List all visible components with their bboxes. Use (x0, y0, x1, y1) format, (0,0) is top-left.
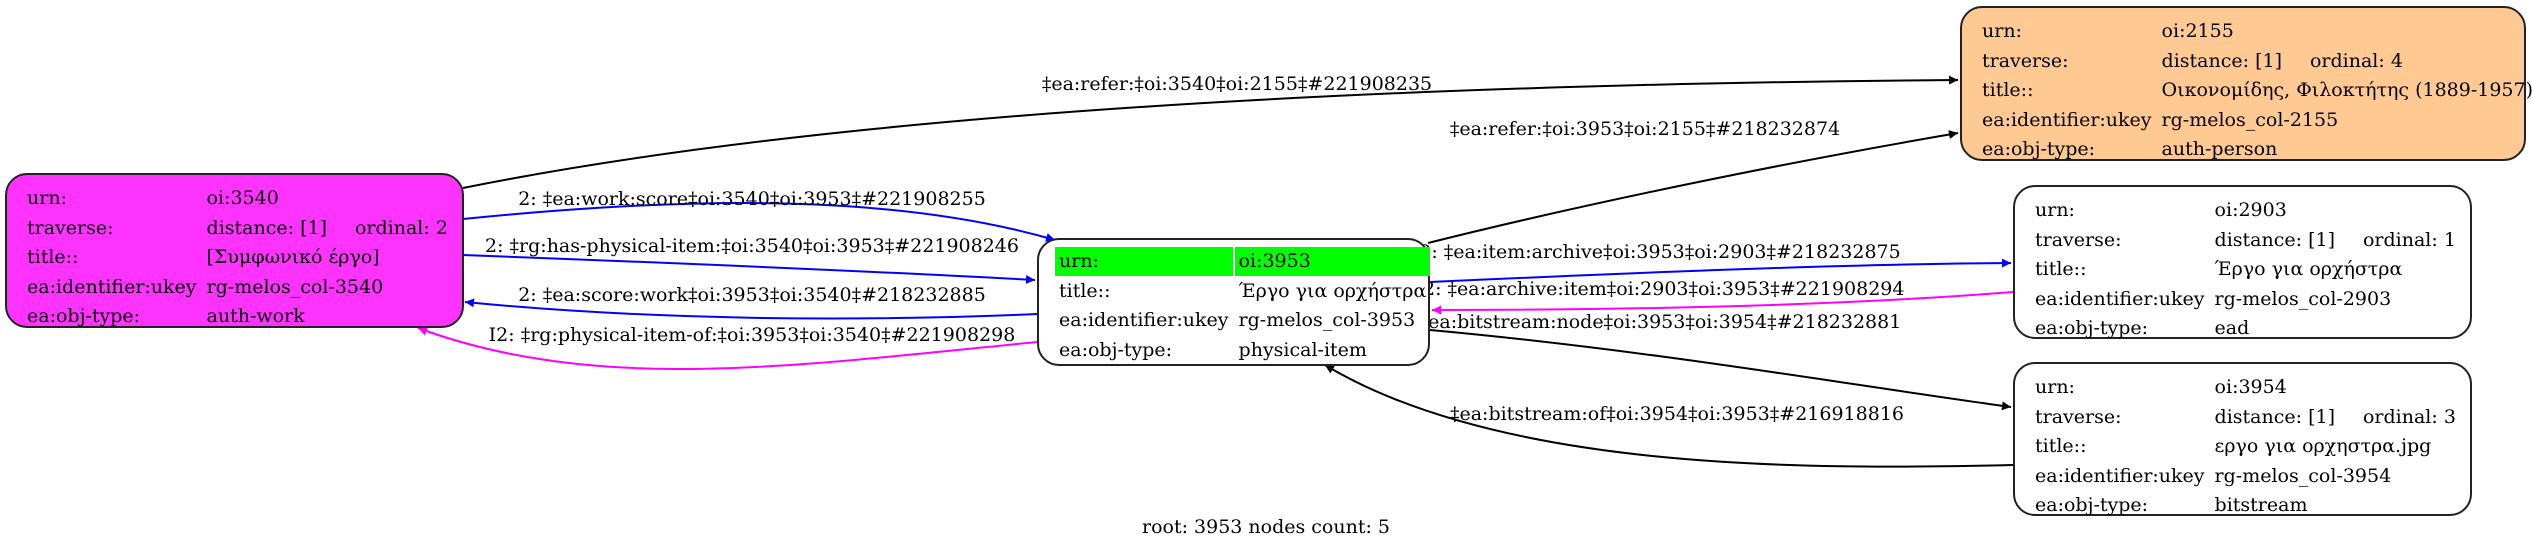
edge-label-e5: I2: ‡rg:physical-item-of:‡oi:3953‡oi:354… (489, 324, 1016, 346)
edge-e10[interactable] (1324, 364, 2014, 468)
edge-e4[interactable] (464, 298, 1038, 320)
field-value-type: ead (2214, 317, 2250, 339)
field-key-title: title:: (1059, 279, 1111, 302)
field-value-urn: oi:3954 (2214, 376, 2287, 398)
node-oi-3954[interactable]: urn: oi:3954 traverse: distance: [1] ordina… (2013, 362, 2472, 516)
field-key-traverse: traverse: (1982, 49, 2069, 72)
field-value-ukey: rg-melos_col-3540 (206, 275, 384, 298)
edge-label-e4: 2: ‡ea:score:work‡oi:3953‡oi:3540‡#21823… (518, 284, 986, 306)
field-value-type: bitstream (2214, 494, 2308, 516)
field-key-urn: urn: (1982, 20, 2022, 42)
traverse-ordinal: ordinal: 1 (2362, 228, 2456, 251)
field-value-urn: oi:3953 (1234, 247, 1431, 276)
field-key-title: title:: (2035, 258, 2087, 280)
edge-e9[interactable] (1429, 329, 2012, 411)
field-value-ukey: rg-melos_col-3953 (1238, 309, 1416, 331)
edge-label-e9: ‡ea:bitstream:node‡oi:3953‡oi:3954‡#2182… (1419, 311, 1902, 333)
field-key-urn: urn: (2035, 376, 2075, 398)
node-fields: urn: oi:2155 traverse: distance: [1] ordina… (1976, 16, 2532, 165)
field-key-traverse: traverse: (27, 216, 114, 239)
edge-e3[interactable] (462, 254, 1036, 285)
edge-e7[interactable] (1429, 258, 2012, 283)
field-value-type: physical-item (1238, 338, 1367, 361)
field-value-ukey: rg-melos_col-2903 (2214, 287, 2392, 310)
traverse-distance: distance: [1] (2214, 228, 2335, 251)
field-key-title: title:: (1982, 79, 2034, 101)
field-key-ukey: ea:identifier:ukey (1982, 108, 2152, 131)
field-key-type: ea:obj-type: (2035, 317, 2149, 339)
field-key-urn: urn: (1055, 247, 1233, 276)
edge-label-e8: I2: ‡ea:archive:item‡oi:2903‡oi:3953‡#22… (1416, 278, 1905, 300)
field-key-title: title:: (27, 246, 79, 268)
field-key-ukey: ea:identifier:ukey (27, 275, 197, 298)
field-value-type: auth-work (206, 305, 305, 327)
field-value-urn: oi:2903 (2214, 199, 2287, 221)
edge-e1[interactable] (462, 75, 1959, 189)
field-value-type: auth-person (2161, 138, 2278, 160)
field-key-urn: urn: (2035, 199, 2075, 221)
field-key-type: ea:obj-type: (27, 305, 141, 327)
field-key-traverse: traverse: (2035, 405, 2122, 428)
field-value-traverse: distance: [1] ordinal: 4 (2158, 47, 2532, 76)
field-value-traverse: distance: [1] ordinal: 2 (203, 214, 452, 243)
edge-label-e10: ‡ea:bitstream:of‡oi:3954‡oi:3953‡#216918… (1450, 403, 1904, 425)
field-value-traverse: distance: [1] ordinal: 3 (2211, 403, 2460, 432)
field-key-traverse: traverse: (2035, 228, 2122, 251)
field-value-title: εργο για ορχηστρα.jpg (2214, 435, 2432, 457)
edge-label-e7: 2: ‡ea:item:archive‡oi:3953‡oi:2903‡#218… (1419, 241, 1900, 263)
node-fields: urn: oi:3954 traverse: distance: [1] ordina… (2029, 372, 2462, 521)
traverse-ordinal: ordinal: 3 (2362, 405, 2456, 428)
field-key-type: ea:obj-type: (1982, 138, 2096, 160)
field-key-ukey: ea:identifier:ukey (1059, 309, 1229, 331)
edge-e8[interactable] (1431, 291, 2014, 315)
field-value-title: Έργο για ορχήστρα (2214, 258, 2403, 280)
graph-footer-caption: root: 3953 nodes count: 5 (1141, 516, 1391, 538)
node-oi-3953-root[interactable]: urn:oi:3953 title::Έργο για ορχήστρα ea:… (1037, 238, 1432, 366)
field-value-urn: oi:2155 (2161, 20, 2234, 42)
node-fields: urn: oi:2903 traverse: distance: [1] ordina… (2029, 195, 2462, 344)
field-value-traverse: distance: [1] ordinal: 1 (2211, 226, 2460, 255)
traverse-ordinal: ordinal: 2 (354, 216, 448, 239)
field-value-ukey: rg-melos_col-3954 (2214, 464, 2392, 487)
node-fields: urn:oi:3953 title::Έργο για ορχήστρα ea:… (1053, 246, 1432, 365)
edge-label-e3: 2: ‡rg:has-physical-item:‡oi:3540‡oi:395… (485, 235, 1019, 257)
node-fields: urn: oi:3540 traverse: distance: [1] ordina… (21, 183, 454, 332)
traverse-distance: distance: [1] (2214, 405, 2335, 428)
field-value-title: [Συμφωνικό έργο] (206, 246, 380, 268)
field-key-ukey: ea:identifier:ukey (2035, 287, 2205, 310)
edge-label-e2: 2: ‡ea:work:score‡oi:3540‡oi:3953‡#22190… (518, 188, 986, 210)
field-key-type: ea:obj-type: (2035, 494, 2149, 516)
field-key-ukey: ea:identifier:ukey (2035, 464, 2205, 487)
edge-label-e6: ‡ea:refer:‡oi:3953‡oi:2155‡#218232874 (1450, 118, 1840, 140)
field-value-ukey: rg-melos_col-2155 (2161, 108, 2339, 131)
node-oi-2155[interactable]: urn: oi:2155 traverse: distance: [1] ordina… (1960, 6, 2532, 161)
field-key-type: ea:obj-type: (1059, 338, 1173, 361)
node-oi-2903[interactable]: urn: oi:2903 traverse: distance: [1] ordina… (2013, 185, 2472, 339)
field-value-title: Έργο για ορχήστρα (1238, 279, 1427, 302)
node-oi-3540[interactable]: urn: oi:3540 traverse: distance: [1] ordina… (5, 173, 464, 328)
traverse-ordinal: ordinal: 4 (2309, 49, 2403, 72)
field-key-urn: urn: (27, 187, 67, 209)
traverse-distance: distance: [1] (2161, 49, 2282, 72)
edge-e2[interactable] (462, 202, 1056, 242)
edge-e6[interactable] (1427, 130, 1959, 244)
edge-e5[interactable] (417, 326, 1038, 371)
field-value-title: Οικονομίδης, Φιλοκτήτης (1889-1957) (2161, 79, 2532, 101)
edge-label-e1: ‡ea:refer:‡oi:3540‡oi:2155‡#221908235 (1042, 73, 1432, 95)
field-value-urn: oi:3540 (206, 187, 279, 209)
field-key-title: title:: (2035, 435, 2087, 457)
traverse-distance: distance: [1] (206, 216, 327, 239)
